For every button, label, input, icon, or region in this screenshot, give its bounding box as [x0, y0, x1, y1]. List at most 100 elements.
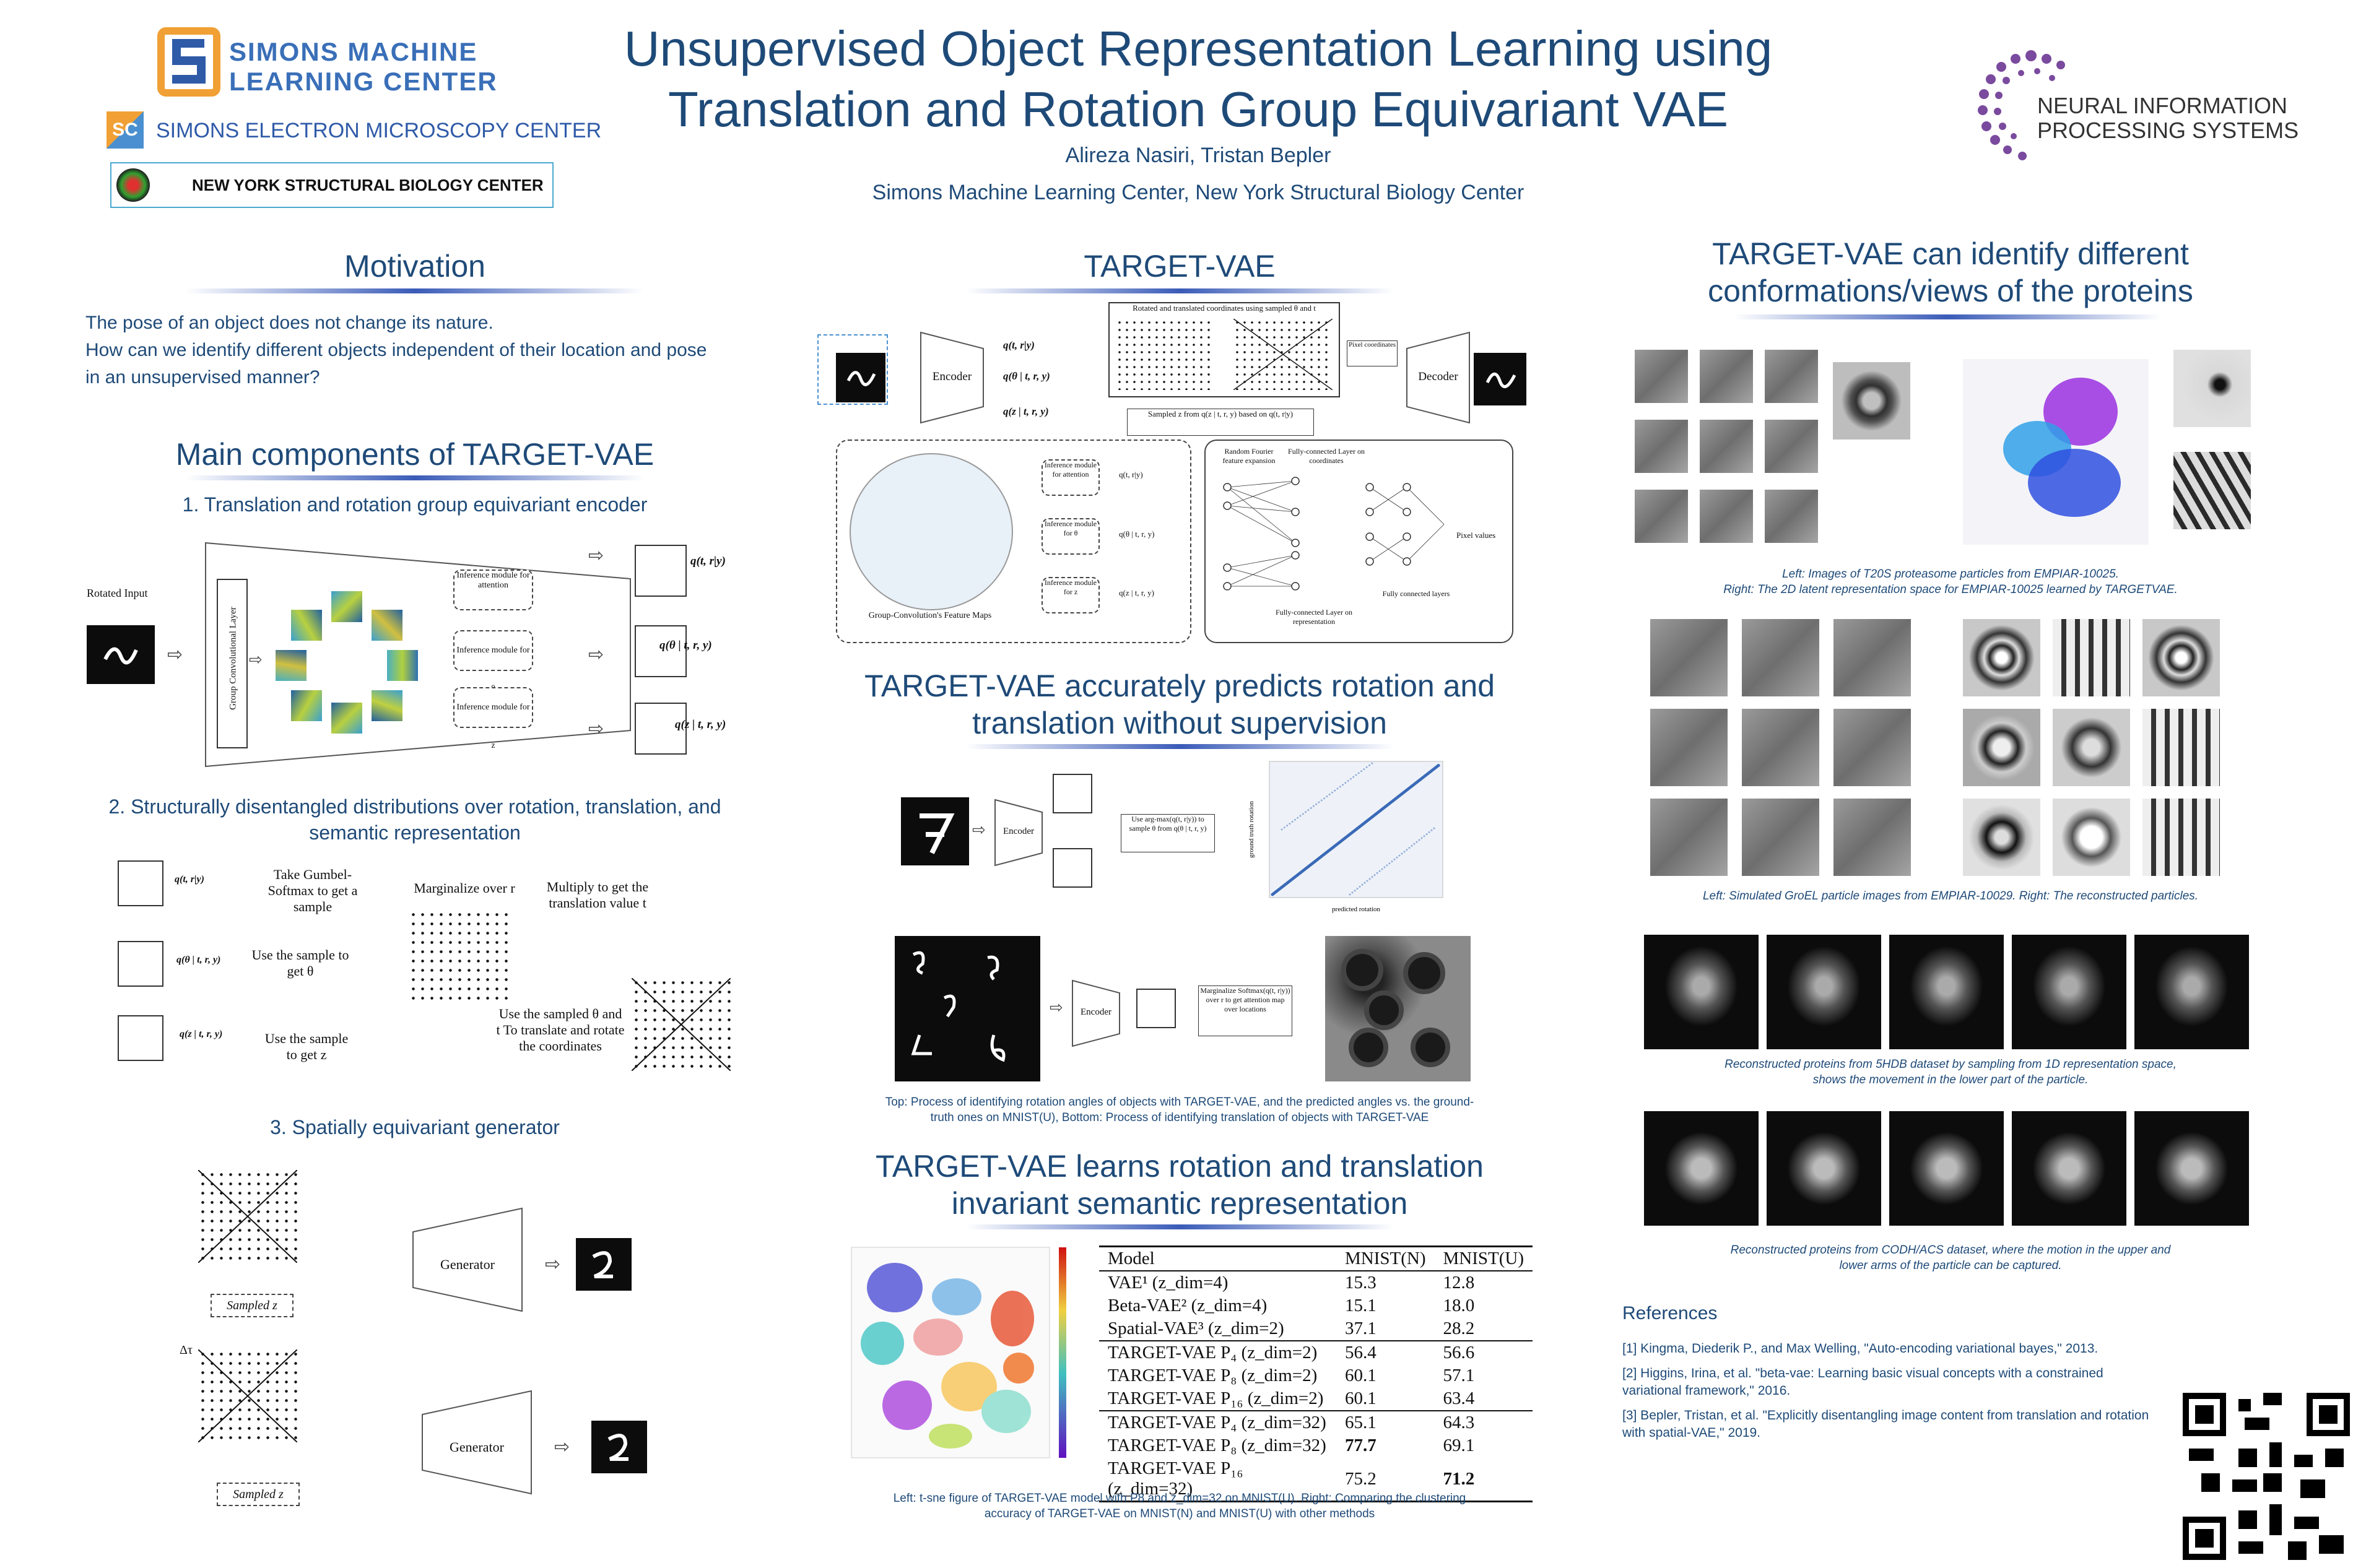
components-sub3: 3. Spatially equivariant generator [270, 1116, 560, 1138]
generator-diagram: Sampled z Generator ⇨ Δτ Sampled z Gener… [180, 1139, 675, 1510]
smlc-line1: SIMONS MACHINE [229, 37, 478, 66]
authors: Alireza Nasiri, Tristan Bepler [1065, 144, 1331, 167]
results-table-wrapper: Model MNIST(N) MNIST(U) VAE¹ (z_dim=4)15… [1099, 1245, 1533, 1502]
table-header-mnistu: MNIST(U) [1434, 1245, 1533, 1271]
components-underline [186, 475, 644, 480]
rot-trans-box: Rotated and translated coordinates using… [1108, 302, 1340, 397]
motivation-title: Motivation [344, 249, 485, 284]
feature-maps-label: Group-Convolution's Feature Maps [868, 611, 992, 620]
cube-3 [635, 703, 687, 755]
dist-q1: q(t, r|y) [175, 874, 204, 885]
pred-encoder-2-shape [1072, 979, 1120, 1047]
semc-text: SIMONS ELECTRON MICROSCOPY CENTER [156, 119, 602, 142]
tv-inf-theta: Inference module for θ [1042, 518, 1100, 555]
dist-cube-2 [118, 941, 163, 987]
fc-coords-label: Fully-connected Layer on coordinates [1288, 447, 1365, 465]
tv-q2: q(θ | t, r, y) [1003, 370, 1050, 382]
marginalize-box: Marginalize Softmax(q(t, r|y)) over r to… [1198, 985, 1292, 1036]
predicts-top-diagram: ⇨ Encoder Use arg-max(q(t, r|y)) to samp… [898, 755, 1517, 916]
logo-nysbc: NEW YORK STRUCTURAL BIOLOGY CENTER [110, 162, 554, 208]
tv-detail-q1: q(t, r|y) [1119, 470, 1143, 479]
components-sub2: 2. Structurally disentangled distributio… [108, 795, 721, 844]
pred-encoder-shape [994, 799, 1043, 867]
enc-q1: q(t, r|y) [690, 555, 726, 568]
identify-underline [1734, 314, 2161, 319]
poster-title: Unsupervised Object Representation Learn… [594, 19, 1802, 140]
enc-q3: q(z | t, r, y) [675, 718, 726, 731]
target-vae-title: TARGET-VAE [1084, 249, 1276, 284]
tv-detail-q2: q(θ | t, r, y) [1119, 529, 1155, 539]
use-sampled-label: Use the sampled θ and t To translate and… [496, 1006, 625, 1054]
scatter-points [1271, 762, 1440, 896]
generator-2-shape [422, 1390, 532, 1495]
reference-item: [2] Higgins, Irina, et al. "beta-vae: Le… [1622, 1366, 2103, 1380]
pred-encoder-2-label: Encoder [1081, 1007, 1111, 1017]
encoder-diagram: Rotated Input ⇨ Group Convolutional Laye… [87, 532, 743, 774]
learns-caption: Left: t-sne figure of TARGET-VAE model w… [893, 1492, 1466, 1520]
gen-output-1 [576, 1238, 632, 1291]
motivation-underline [186, 288, 644, 293]
grid-plus [409, 910, 514, 1003]
groel-figure [1650, 619, 2238, 885]
smlc-line2: LEARNING CENTER [229, 67, 498, 96]
arrow-icon: ⇨ [167, 644, 183, 665]
dist-q2: q(θ | t, r, y) [176, 955, 221, 965]
gen-sampled-z1: Sampled z [211, 1294, 294, 1317]
title-line2: Translation and Rotation Group Equivaria… [668, 82, 1729, 137]
references-title: References [1622, 1303, 1718, 1323]
dist-q3: q(z | t, r, y) [180, 1029, 223, 1039]
decoder-label: Decoder [1418, 370, 1458, 383]
encoder-shape [920, 331, 984, 424]
affiliation: Simons Machine Learning Center, New York… [872, 181, 1524, 204]
logo-smlc: SIMONS MACHINE LEARNING CENTER [155, 25, 526, 99]
dist-cube-1 [118, 860, 163, 906]
rotated-input-image [87, 625, 155, 684]
pixel-values-label: Pixel values [1456, 531, 1496, 540]
input-image [836, 353, 885, 402]
neurips-line2: PROCESSING SYSTEMS [2037, 118, 2299, 143]
inf-theta-box: Inference module for θ [453, 630, 533, 693]
smlc-mark-icon [157, 27, 220, 97]
neurips-mark-icon [1978, 50, 2065, 160]
proteasome-figure [1635, 350, 2254, 548]
predicts-caption: Top: Process of identifying rotation ang… [885, 1096, 1474, 1124]
gen-sampled-z2: Sampled z [217, 1483, 300, 1506]
network-lines [1223, 477, 1445, 591]
qr-code-icon[interactable] [2183, 1393, 2350, 1560]
enc-q2: q(θ | t, r, y) [659, 639, 712, 652]
decoder-shape [1406, 331, 1470, 424]
fc-rep-label: Fully-connected Layer on representation [1276, 608, 1352, 626]
codh-figure [1644, 1111, 2251, 1226]
table-header-mnistn: MNIST(N) [1336, 1245, 1435, 1271]
predicts-underline [966, 744, 1393, 749]
semc-mark-icon: SC [107, 111, 144, 149]
tv-inf-z: Inference module for z [1042, 577, 1100, 613]
nysbc-text: NEW YORK STRUCTURAL BIOLOGY CENTER [192, 176, 544, 194]
use-z-label: Use the sample to get z [264, 1031, 349, 1062]
title-line1: Unsupervised Object Representation Learn… [624, 21, 1773, 76]
gen-output-2 [591, 1421, 647, 1473]
generator-2-label: Generator [450, 1439, 504, 1455]
sampled-z-box: Sampled z from q(z | t, r, y) based on q… [1127, 409, 1314, 436]
arrow-icon: ⇨ [588, 545, 604, 566]
multiply-label: Multiply to get the translation value t [546, 879, 649, 911]
arrow-icon: ⇨ [554, 1437, 570, 1457]
grid-cross [631, 977, 731, 1072]
encoder-detail-box: Group-Convolution's Feature Maps Inferen… [836, 440, 1191, 643]
digit-7-image [901, 797, 969, 865]
identify-title: TARGET-VAE can identify different confor… [1708, 236, 2193, 308]
table-header-model: Model [1099, 1245, 1336, 1271]
target-vae-diagram: Encoder q(t, r|y) q(θ | t, r, y) q(z | t… [817, 297, 1526, 650]
results-table: Model MNIST(N) MNIST(U) VAE¹ (z_dim=4)15… [1099, 1245, 1533, 1502]
encoder-trapezoid [205, 542, 631, 768]
argmax-box: Use arg-max(q(t, r|y)) to sample θ from … [1121, 814, 1215, 852]
pixel-coords-box: Pixel coordinates [1347, 340, 1398, 366]
identify-caption-2: Left: Simulated GroEL particle images fr… [1702, 890, 2199, 903]
